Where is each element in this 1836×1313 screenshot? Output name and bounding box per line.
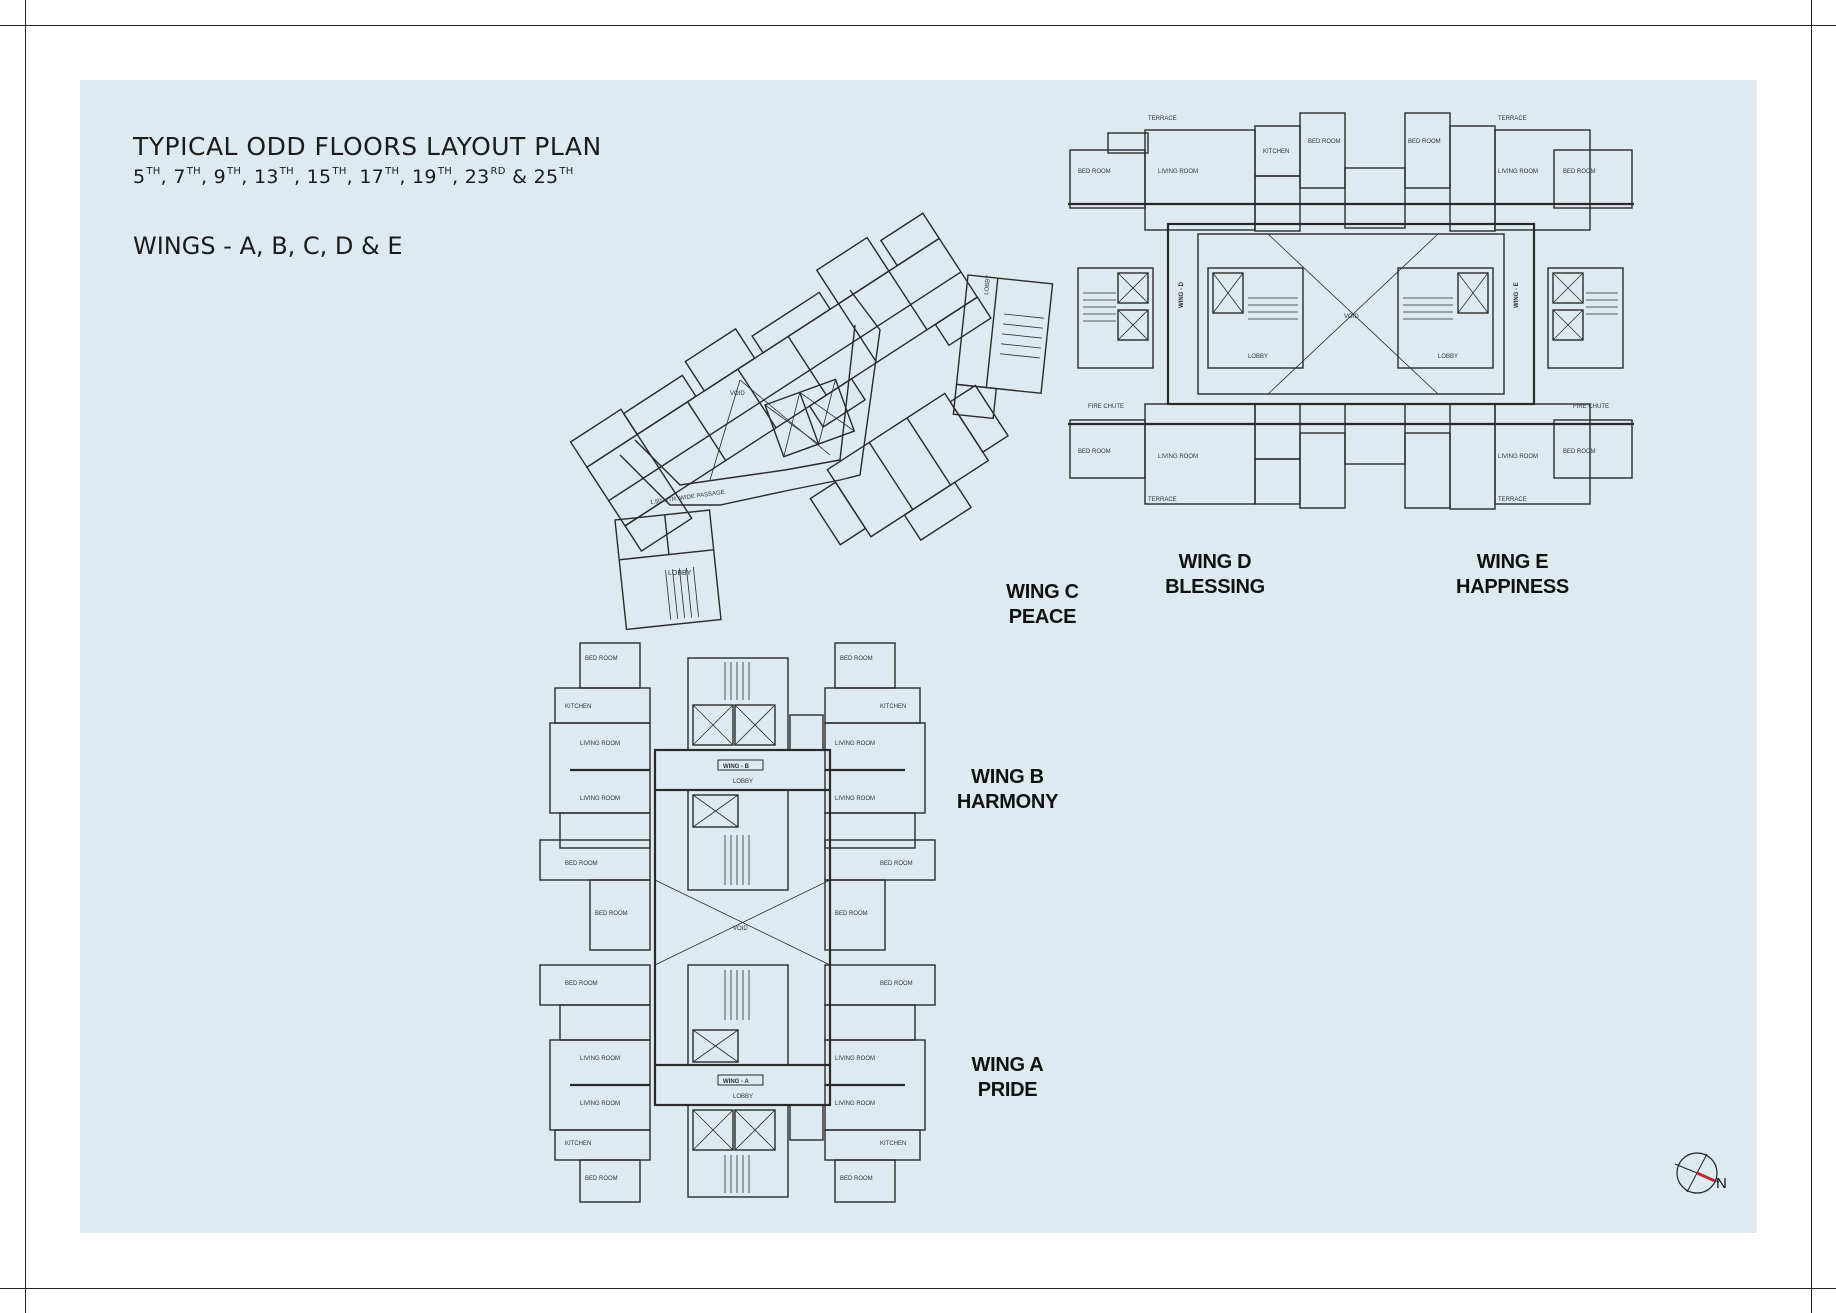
svg-text:KITCHEN: KITCHEN xyxy=(880,1141,906,1147)
floor-number: 5TH xyxy=(133,166,161,188)
svg-text:BED ROOM: BED ROOM xyxy=(1408,139,1441,145)
svg-text:LOBBY: LOBBY xyxy=(1248,354,1268,360)
svg-text:LIVING ROOM: LIVING ROOM xyxy=(1158,454,1198,460)
wing-a-label: WING A PRIDE xyxy=(960,1053,1055,1103)
wing-e-name: WING E xyxy=(1476,551,1549,573)
svg-text:LIVING ROOM: LIVING ROOM xyxy=(1498,169,1538,175)
plan-panel xyxy=(80,80,1757,1233)
floor-number: 15TH xyxy=(306,166,347,188)
floor-number: 25TH xyxy=(533,166,574,188)
svg-text:LIVING ROOM: LIVING ROOM xyxy=(835,741,875,747)
floor-number: 23RD xyxy=(464,166,506,188)
svg-text:LIVING ROOM: LIVING ROOM xyxy=(580,796,620,802)
svg-text:BED ROOM: BED ROOM xyxy=(565,861,598,867)
svg-text:WING - E: WING - E xyxy=(1514,282,1520,308)
wing-e-title: HAPPINESS xyxy=(1456,576,1569,598)
svg-text:KITCHEN: KITCHEN xyxy=(880,704,906,710)
svg-text:BED ROOM: BED ROOM xyxy=(585,656,618,662)
wing-c-floor-plan: LOBBY 1.50 MTR. WIDE PASSAGE VOID LOBBY xyxy=(569,212,1054,631)
svg-text:BED ROOM: BED ROOM xyxy=(1078,169,1111,175)
wing-b-label: WING B HARMONY xyxy=(955,765,1060,815)
svg-text:VOID: VOID xyxy=(733,926,748,932)
svg-text:TERRACE: TERRACE xyxy=(1148,116,1177,122)
svg-text:BED ROOM: BED ROOM xyxy=(840,656,873,662)
svg-text:FIRE CHUTE: FIRE CHUTE xyxy=(1088,404,1124,410)
svg-text:LOBBY: LOBBY xyxy=(668,570,692,577)
wing-a-name: WING A xyxy=(971,1054,1044,1076)
svg-text:BED ROOM: BED ROOM xyxy=(835,911,868,917)
wing-d-title: BLESSING xyxy=(1165,576,1265,598)
frame-right xyxy=(1811,0,1812,1313)
svg-text:LIVING ROOM: LIVING ROOM xyxy=(580,1056,620,1062)
floor-number: 13TH xyxy=(253,166,294,188)
svg-text:VOID: VOID xyxy=(1344,314,1359,320)
floor-number: 17TH xyxy=(359,166,400,188)
frame-left xyxy=(25,0,26,1313)
wings-heading: WINGS - A, B, C, D & E xyxy=(133,232,403,260)
wing-d-e-floor-plan: BED ROOM LIVING ROOM KITCHEN TERRACE TER… xyxy=(1068,112,1634,510)
svg-text:LIVING ROOM: LIVING ROOM xyxy=(1158,169,1198,175)
svg-text:WING - D: WING - D xyxy=(1179,281,1185,308)
frame-top xyxy=(0,25,1836,26)
svg-text:LIVING ROOM: LIVING ROOM xyxy=(835,1101,875,1107)
floor-number: 19TH xyxy=(412,166,453,188)
wing-d-name: WING D xyxy=(1178,551,1252,573)
svg-text:KITCHEN: KITCHEN xyxy=(565,704,591,710)
wing-e-label: WING E HAPPINESS xyxy=(1450,550,1575,600)
svg-text:1.50 MTR. WIDE PASSAGE: 1.50 MTR. WIDE PASSAGE xyxy=(650,490,725,506)
svg-text:LIVING ROOM: LIVING ROOM xyxy=(1498,454,1538,460)
svg-text:LIVING ROOM: LIVING ROOM xyxy=(835,796,875,802)
wing-c-name: WING C xyxy=(1006,581,1079,603)
svg-text:BED ROOM: BED ROOM xyxy=(565,981,598,987)
svg-text:VOID: VOID xyxy=(730,391,745,397)
svg-text:LOBBY: LOBBY xyxy=(984,275,992,296)
svg-text:BED ROOM: BED ROOM xyxy=(840,1176,873,1182)
svg-text:WING - A: WING - A xyxy=(723,1079,749,1085)
floor-number: 7TH xyxy=(173,166,201,188)
svg-text:LIVING ROOM: LIVING ROOM xyxy=(580,741,620,747)
svg-text:WING - B: WING - B xyxy=(723,764,750,770)
frame-bottom xyxy=(0,1288,1836,1289)
svg-text:BED ROOM: BED ROOM xyxy=(595,911,628,917)
svg-text:BED ROOM: BED ROOM xyxy=(880,981,913,987)
wing-a-b-floor-plan: BED ROOM KITCHEN LIVING ROOM LIVING ROOM… xyxy=(539,642,936,1203)
wing-b-title: HARMONY xyxy=(956,791,1059,813)
wing-b-name: WING B xyxy=(971,766,1044,788)
svg-text:BED ROOM: BED ROOM xyxy=(1563,169,1596,175)
wing-a-title: PRIDE xyxy=(977,1079,1038,1101)
svg-text:BED ROOM: BED ROOM xyxy=(1078,449,1111,455)
svg-text:LOBBY: LOBBY xyxy=(733,779,753,785)
wing-c-label: WING C PEACE xyxy=(1000,580,1085,630)
floor-list: 5TH, 7TH, 9TH, 13TH, 15TH, 17TH, 19TH, 2… xyxy=(133,166,574,188)
wing-c-title: PEACE xyxy=(1008,606,1077,628)
north-compass-icon xyxy=(1674,1152,1720,1194)
compass-north-label: N xyxy=(1716,1175,1727,1192)
floor-number: 9TH xyxy=(213,166,242,188)
wing-d-label: WING D BLESSING xyxy=(1160,550,1270,600)
svg-text:LOBBY: LOBBY xyxy=(733,1094,753,1100)
svg-text:KITCHEN: KITCHEN xyxy=(1263,149,1289,155)
svg-text:FIRE CHUTE: FIRE CHUTE xyxy=(1573,404,1609,410)
page-title: TYPICAL ODD FLOORS LAYOUT PLAN xyxy=(133,132,602,161)
svg-text:LOBBY: LOBBY xyxy=(1438,354,1458,360)
svg-text:BED ROOM: BED ROOM xyxy=(585,1176,618,1182)
svg-text:LIVING ROOM: LIVING ROOM xyxy=(835,1056,875,1062)
svg-text:TERRACE: TERRACE xyxy=(1498,497,1527,503)
svg-text:TERRACE: TERRACE xyxy=(1148,497,1177,503)
svg-text:BED ROOM: BED ROOM xyxy=(1308,139,1341,145)
svg-text:TERRACE: TERRACE xyxy=(1498,116,1527,122)
svg-text:KITCHEN: KITCHEN xyxy=(565,1141,591,1147)
svg-text:BED ROOM: BED ROOM xyxy=(880,861,913,867)
svg-text:LIVING ROOM: LIVING ROOM xyxy=(580,1101,620,1107)
svg-text:BED ROOM: BED ROOM xyxy=(1563,449,1596,455)
